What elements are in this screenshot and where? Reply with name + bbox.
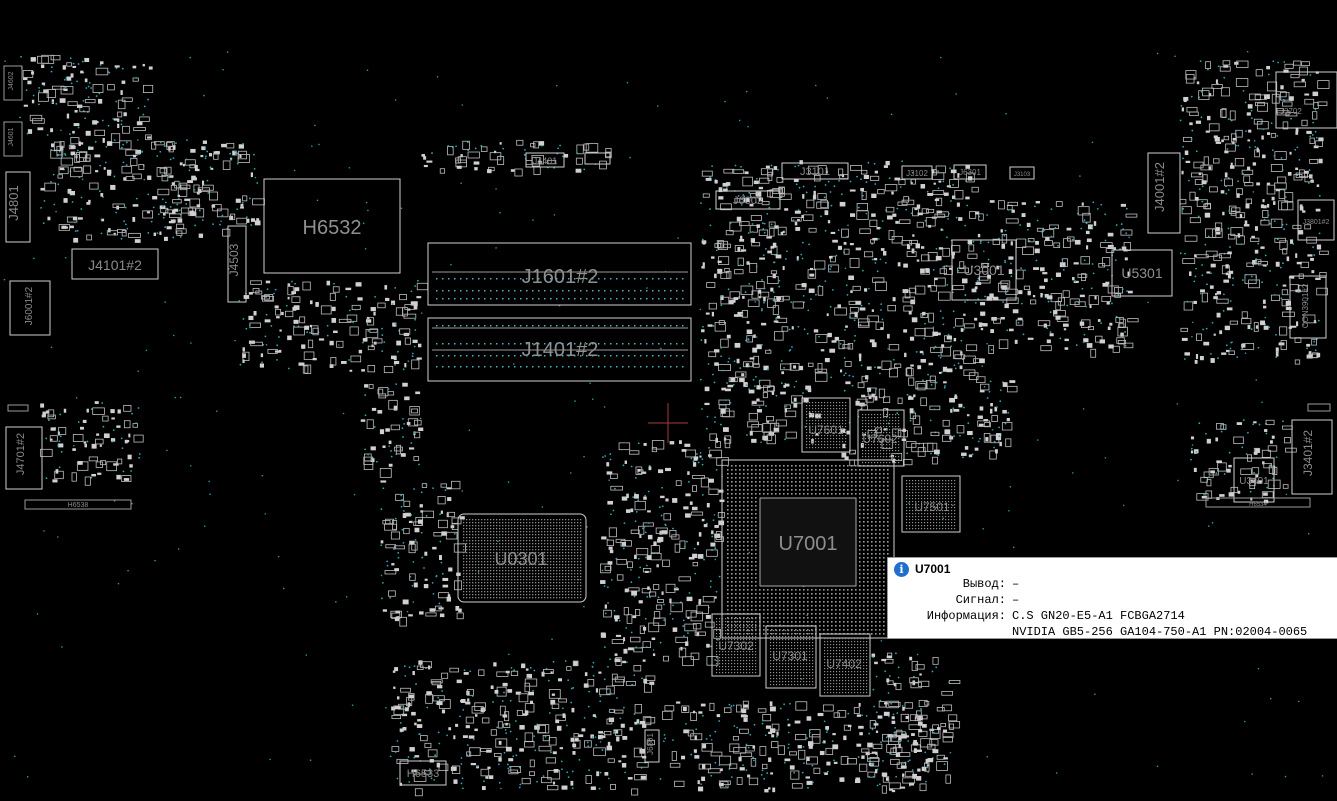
- h6532-label: H6532: [303, 217, 362, 239]
- j6801-label: J6801: [646, 733, 655, 755]
- u7302-label: U7302: [718, 639, 754, 653]
- u7602-label: U7602: [862, 432, 898, 446]
- u7001-chip[interactable]: U7001: [721, 459, 895, 639]
- j4701-outline[interactable]: [5, 426, 43, 490]
- j4503-label: J4503: [227, 243, 241, 276]
- info-icon: i: [894, 561, 909, 577]
- signal-value: –: [1012, 593, 1020, 607]
- j6002-outline[interactable]: [715, 190, 781, 210]
- crosshair-cursor: [648, 403, 688, 443]
- signal-label: Сигнал:: [955, 593, 1006, 607]
- u7501-label: U7501: [914, 500, 950, 514]
- j4601-label: J4601: [8, 127, 15, 146]
- j4801-label: J4801: [6, 185, 21, 220]
- u0301-chip[interactable]: U0301: [457, 513, 587, 603]
- j6801-outline[interactable]: [644, 729, 660, 763]
- u3401-outline[interactable]: [1233, 457, 1275, 503]
- u5301-outline[interactable]: [1111, 249, 1173, 297]
- j3801-label: J3801#2: [1303, 219, 1330, 226]
- j1401-outline[interactable]: [427, 317, 692, 382]
- h6538-outline[interactable]: [24, 499, 132, 510]
- u7301-label: U7301: [772, 649, 808, 663]
- j4602-outline[interactable]: [3, 65, 23, 101]
- j3102-outline[interactable]: [901, 165, 933, 180]
- j4602-label: J4602: [8, 71, 15, 90]
- j4701-label: J4701#2: [15, 433, 27, 475]
- j4401-label: J4401: [533, 156, 558, 166]
- info-line-1: C.S GN20-E5-A1 FCBGA2714: [1012, 609, 1185, 623]
- j3101-outline[interactable]: [781, 162, 849, 180]
- h6532-outline[interactable]: [263, 178, 401, 274]
- u0301-label: U0301: [494, 549, 547, 569]
- j3102-label: J3102: [906, 169, 928, 178]
- h6533-label: H6533: [407, 768, 439, 780]
- j1401-label: J1401#2: [522, 339, 599, 361]
- j3103-outline[interactable]: [1009, 166, 1035, 180]
- j4401-outline[interactable]: [525, 152, 565, 168]
- pin-label: Вывод:: [962, 577, 1006, 591]
- h6534-outline[interactable]: [1205, 497, 1311, 508]
- j4801-outline[interactable]: [5, 171, 31, 243]
- j4001-label: J4001#2: [1152, 162, 1167, 212]
- con3901-label: CON3901#2: [1301, 283, 1310, 328]
- j3702-label: J3702: [1280, 107, 1302, 116]
- u7001-label: U7001: [779, 533, 838, 555]
- con3901-outline[interactable]: [1289, 275, 1327, 339]
- j3801-outline[interactable]: [1297, 199, 1335, 241]
- u3401-label: U3401: [1239, 476, 1269, 487]
- h6534-label: H6534: [1249, 502, 1267, 508]
- j3103-label: J3103: [1014, 172, 1031, 178]
- info-line-2: NVIDIA GB5-256 GA104-750-A1 PN:02004-006…: [1012, 625, 1308, 639]
- j3401-label: J3401#2: [1301, 430, 1315, 476]
- j1601-outline[interactable]: [427, 242, 692, 306]
- j3401-outline[interactable]: [1291, 419, 1333, 495]
- j4601-outline[interactable]: [3, 121, 23, 157]
- j6002-label: J6002: [733, 195, 763, 207]
- j6301-label: J6301: [959, 168, 981, 177]
- j6001-outline[interactable]: [9, 280, 51, 336]
- pin-value: –: [1012, 577, 1020, 591]
- info-label: Информация:: [926, 609, 1006, 623]
- j4101-label: J4101#2: [88, 257, 142, 273]
- h6538-label: H6538: [68, 502, 89, 509]
- j4503-outline[interactable]: [227, 225, 247, 303]
- j4001-outline[interactable]: [1147, 152, 1181, 234]
- component-info-tooltip: i U7001 Вывод:– Сигнал:– Информация: C.S …: [887, 557, 1337, 639]
- u3001-label: U3001: [963, 262, 1004, 278]
- j4101-outline[interactable]: [71, 248, 159, 280]
- tooltip-title: U7001: [915, 562, 951, 576]
- j3702-outline[interactable]: [1275, 71, 1337, 129]
- u5301-label: U5301: [1121, 265, 1162, 281]
- j6301-outline[interactable]: [953, 164, 987, 180]
- j1601-label: J1601#2: [522, 266, 599, 288]
- u7601-label: U7601: [808, 423, 844, 437]
- j6001-label: J6001#2: [24, 286, 35, 325]
- h6533-outline[interactable]: [399, 760, 447, 786]
- j3101-label: J3101: [800, 166, 830, 178]
- u7402-label: U7402: [826, 657, 862, 671]
- h6518-outline[interactable]: [584, 152, 611, 165]
- u3001-outline[interactable]: [951, 239, 1017, 301]
